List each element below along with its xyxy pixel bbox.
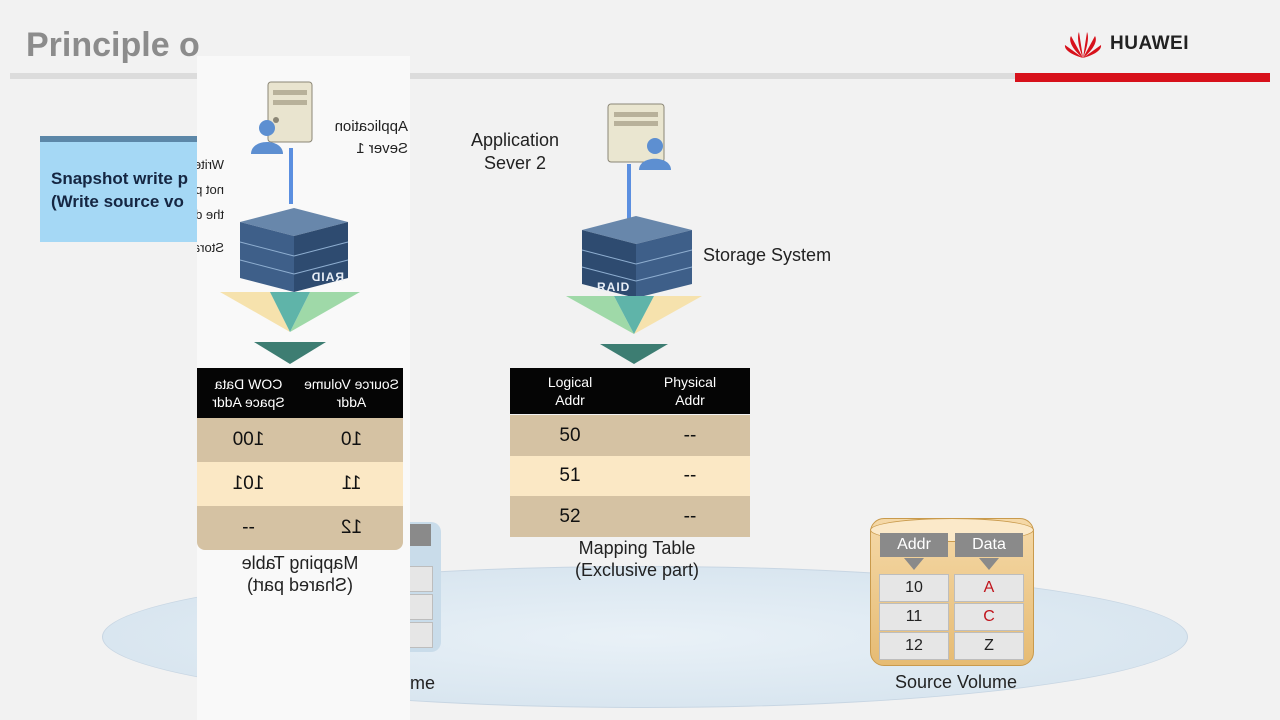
table-row: 12 --	[197, 506, 403, 550]
cell-source-addr: 12	[340, 517, 363, 538]
server-1-label: Application Sever 1	[335, 116, 408, 160]
col-cow-addr-line1: COW Data	[214, 376, 283, 392]
side-text-line: the da	[197, 207, 224, 222]
brand-name: HUAWEI	[1110, 33, 1189, 54]
huawei-petal-icon	[1064, 32, 1102, 58]
user-icon	[639, 138, 671, 170]
caption-line-2: (Exclusive part)	[574, 560, 700, 580]
cell-logical-addr: 52	[559, 505, 581, 527]
raid-label: RAID	[597, 280, 631, 294]
cell-addr: 11	[879, 603, 949, 631]
cell-cow-addr: --	[242, 517, 255, 538]
col-physical-addr-line2: Addr	[675, 392, 705, 408]
user-icon	[251, 120, 283, 154]
connector-line	[627, 164, 631, 220]
data-header: Data	[955, 533, 1023, 557]
side-text-line: Storag	[197, 240, 224, 255]
arrow-down-icon	[979, 558, 999, 570]
table-row: 52 --	[510, 496, 750, 537]
slide-title: Principle o	[26, 26, 200, 64]
huawei-logo: HUAWEI	[1062, 28, 1189, 60]
cell-physical-addr: --	[683, 424, 697, 446]
arrow-down-icon	[566, 296, 702, 364]
arrow-down-icon	[904, 558, 924, 570]
header-rule-accent	[1015, 73, 1270, 82]
cell-source-addr: 10	[340, 429, 363, 450]
col-source-addr-line2: Addr	[336, 394, 367, 410]
col-physical-addr-line1: Physical	[663, 374, 717, 390]
shared-table-header: Source Volume Addr COW Data Space Addr	[197, 368, 403, 418]
callout-box	[40, 136, 220, 242]
cell-data: C	[954, 603, 1024, 631]
caption-line-2: (Shared part)	[246, 575, 354, 595]
caption-line-1: Mapping Table	[578, 538, 696, 558]
table-row: 50 --	[510, 415, 750, 456]
server-2-label-line2: Sever 2	[483, 153, 547, 173]
storage-system-icon	[239, 208, 349, 292]
snapshot-volume-label-fragment: me	[410, 673, 436, 693]
cell-data: Z	[954, 632, 1024, 660]
raid-label: RAID	[310, 270, 344, 284]
table-row: 10 100	[197, 418, 403, 462]
callout-line-2: (Write source vo	[51, 192, 184, 211]
storage-system-icon	[581, 216, 693, 298]
col-logical-addr-line1: Logical	[547, 374, 593, 390]
cell-cow-addr: 101	[232, 473, 265, 494]
connector-line	[289, 148, 293, 204]
col-source-addr-line1: Source Volume	[304, 376, 399, 392]
cell-logical-addr: 50	[559, 424, 581, 446]
arrow-down-icon	[220, 292, 360, 364]
cell-physical-addr: --	[683, 505, 697, 527]
exclusive-table-caption: Mapping Table (Exclusive part)	[540, 537, 734, 581]
table-row: 51 --	[510, 456, 750, 496]
callout-text: Snapshot write p (Write source vo	[51, 167, 188, 213]
col-logical-addr-line2: Addr	[555, 392, 585, 408]
cell-cow-addr: 100	[232, 429, 265, 450]
addr-header: Addr	[880, 533, 948, 557]
cell-data: A	[954, 574, 1024, 602]
cell-addr: 12	[879, 632, 949, 660]
storage-system-label: Storage System	[703, 245, 832, 265]
mirrored-content: RAID Source Volume Addr COW Data Space A…	[197, 56, 410, 720]
exclusive-table-header: Logical Addr Physical Addr	[510, 368, 750, 414]
cell-addr: 10	[879, 574, 949, 602]
mirrored-panel: RAID Source Volume Addr COW Data Space A…	[197, 56, 410, 720]
source-volume-label: Source Volume	[894, 672, 1018, 692]
server-icon	[267, 81, 313, 143]
cell-physical-addr: --	[683, 465, 697, 486]
server-1-label-line1: Application	[334, 118, 408, 135]
table-row: 11 101	[197, 462, 403, 506]
header-rule	[10, 73, 1015, 79]
col-cow-addr-line2: Space Addr	[212, 394, 285, 410]
callout-line-1: Snapshot write p	[51, 169, 188, 188]
server-2-label-line1: Application	[470, 130, 560, 150]
caption-line-1: Mapping Table	[241, 553, 359, 573]
server-2-label: Application Sever 2	[462, 129, 568, 175]
server-1-label-line2: Sever 1	[356, 140, 408, 157]
shared-table-caption: Mapping Table (Shared part)	[197, 552, 403, 596]
cell-source-addr: 11	[341, 473, 362, 494]
cell-logical-addr: 51	[559, 465, 581, 486]
side-text-line: not per	[197, 182, 224, 197]
